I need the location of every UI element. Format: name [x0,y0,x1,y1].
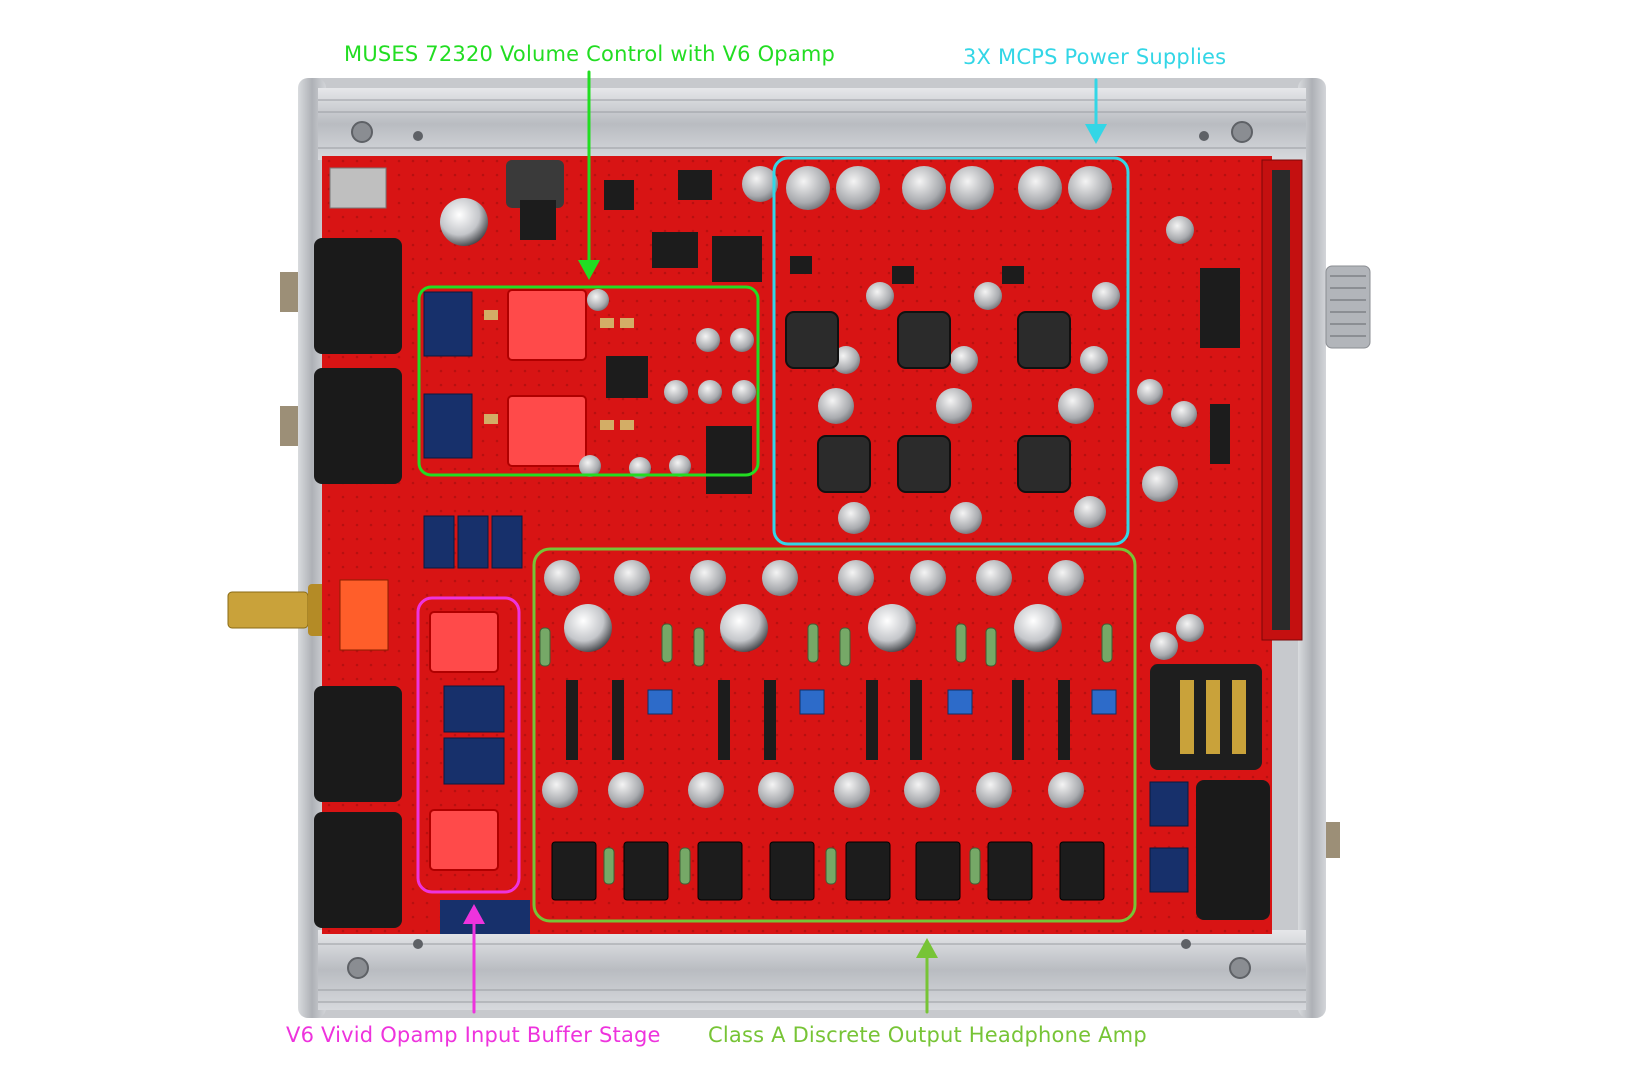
inductor-icon [785,311,839,369]
callout-annotations [416,70,1137,1014]
xlr-connectors [314,238,1270,928]
chassis-bottom-rail [318,930,1306,1010]
volume-control-frame [417,285,760,477]
input-buffer-callout: V6 Vivid Opamp Input Buffer Stage [286,1023,661,1047]
rca-jack-icon [227,591,309,629]
chassis-right-side [1298,78,1326,1018]
transistor-icon [551,841,597,901]
capacitor-icon [440,198,488,246]
power-supplies-callout: 3X MCPS Power Supplies [963,45,1227,69]
xlr-input-top [314,238,402,354]
xlr-headphone-out [1196,780,1270,920]
power-supplies-frame [772,156,1130,546]
xlr-output-bottom [314,812,402,928]
input-buffer-frame [416,596,521,894]
volume-control-callout: MUSES 72320 Volume Control with V6 Opamp [344,42,836,66]
headphone-amp-components [539,560,1117,901]
chassis-screws [347,121,1253,979]
chassis-top-rail [318,88,1306,160]
headphone-amp-callout: Class A Discrete Output Headphone Amp [708,1023,1147,1047]
volume-knob-icon [1325,265,1371,349]
right-side-components [1137,216,1240,893]
headphone-amp-frame [532,547,1137,923]
xlr-output-top [314,686,402,802]
xlr-input-bottom [314,368,402,484]
power-supply-components [742,166,1178,534]
input-buffer-components [339,515,530,934]
power-input-area [329,160,762,282]
